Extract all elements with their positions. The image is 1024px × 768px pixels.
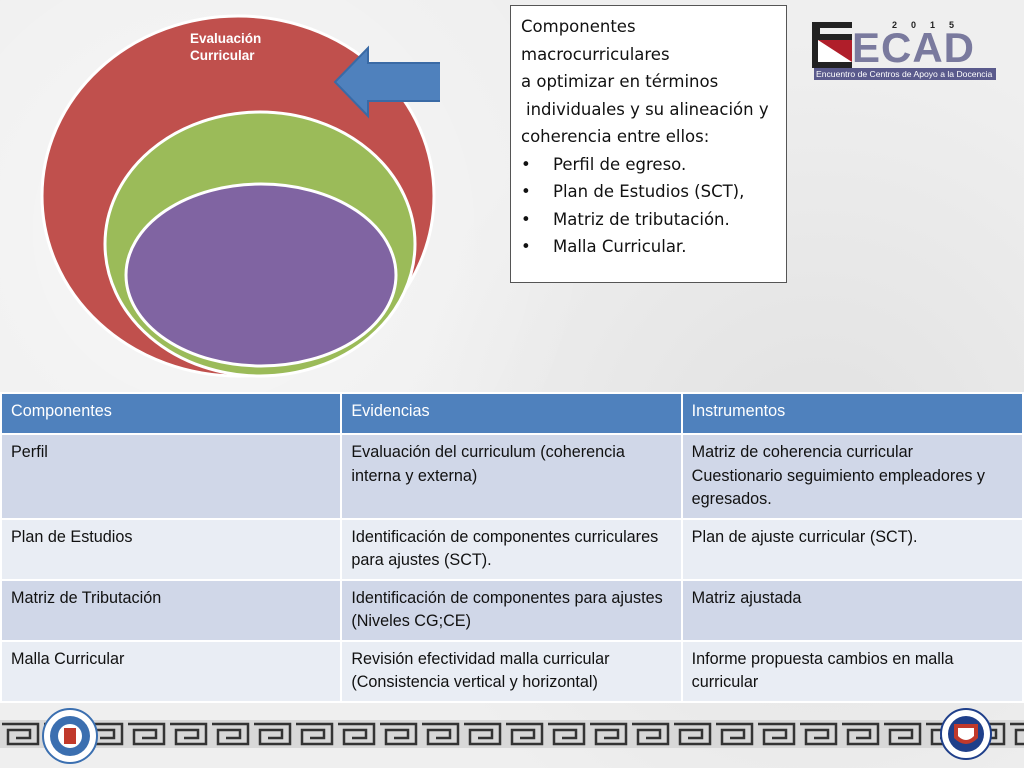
cell-componente: Perfil [0,433,343,520]
callout-box: Componentes macrocurriculares a optimiza… [510,5,787,283]
nested-circles-diagram: Evaluación Curricular [40,14,440,379]
secad-year: 2015 [892,20,969,30]
cell-componente: Malla Curricular [0,639,343,703]
greek-key-motif [716,722,754,746]
cell-evidencias: Revisión efectividad malla curricular (C… [340,639,683,703]
secad-logo: ECAD 2015 Encuentro de Centros de Apoyo … [812,20,996,80]
table-row: Malla Curricular Revisión efectividad ma… [0,639,1024,703]
instrumento-line: Matriz de coherencia curricular [691,443,913,461]
greek-key-motif [170,722,208,746]
greek-key-motif [590,722,628,746]
greek-key-motif [674,722,712,746]
cell-instrumentos: Matriz ajustada [680,578,1024,642]
callout-intro-line: a optimizar en términos [521,72,719,91]
column-header: Componentes [0,392,343,435]
instrumento-line: Cuestionario seguimiento empleadores y e… [691,466,986,509]
greek-key-motif [296,722,334,746]
instrumento-line: Informe propuesta cambios en malla curri… [691,649,954,692]
inner-circle [124,182,398,368]
greek-key-motif [842,722,880,746]
greek-key-band [0,720,1024,748]
secad-wordmark: ECAD [852,24,975,72]
secad-flag-mark [812,22,852,68]
secad-tagline: Encuentro de Centros de Apoyo a la Docen… [814,68,996,80]
diagram-graphic [40,14,440,378]
greek-key-motif [632,722,670,746]
column-header: Instrumentos [680,392,1024,435]
university-seal-left-icon [42,708,98,764]
callout-list: Perfil de egreso. Plan de Estudios (SCT)… [521,151,776,261]
greek-key-motif [548,722,586,746]
table-header-row: Componentes Evidencias Instrumentos [0,392,1024,435]
pointer-arrow [333,45,440,119]
greek-key-motif [884,722,922,746]
callout-list-item: Perfil de egreso. [521,151,776,179]
cell-instrumentos: Informe propuesta cambios en malla curri… [680,639,1024,703]
cell-evidencias: Evaluación del curriculum (coherencia in… [340,433,683,520]
callout-list-item: Matriz de tributación. [521,206,776,234]
callout-intro-line: macrocurriculares [521,44,670,64]
cell-evidencias: Identificación de componentes curricular… [340,517,683,581]
greek-key-motif [338,722,376,746]
greek-key-motif [422,722,460,746]
callout-list-item: Malla Curricular. [521,233,776,261]
table-row: Plan de Estudios Identificación de compo… [0,517,1024,581]
table-row: Perfil Evaluación del curriculum (cohere… [0,433,1024,520]
cell-evidencias: Identificación de componentes para ajust… [340,578,683,642]
secad-wordmark-text: ECAD [852,24,976,71]
greek-key-motif [212,722,250,746]
university-seal-right-icon [940,708,992,760]
outer-circle-label: Evaluación Curricular [190,31,262,63]
callout-list-item: Plan de Estudios (SCT), [521,178,776,206]
cell-instrumentos: Plan de ajuste curricular (SCT). [680,517,1024,581]
greek-key-motif [800,722,838,746]
instrumento-line: Matriz ajustada [691,588,802,607]
components-table: Componentes Evidencias Instrumentos Perf… [0,392,1024,703]
cell-componente: Plan de Estudios [0,517,343,581]
greek-key-motif [1010,722,1024,746]
cell-componente: Matriz de Tributación [0,578,343,642]
callout-intro-line: individuales y su alineación y [526,99,769,119]
callout-intro-line: Componentes [521,17,636,36]
greek-key-motif [758,722,796,746]
greek-key-motif [464,722,502,746]
table-row: Matriz de Tributación Identificación de … [0,578,1024,642]
footer-band [0,704,1024,768]
greek-key-motif [506,722,544,746]
instrumento-line: Plan de ajuste curricular (SCT). [691,527,918,546]
greek-key-motif [128,722,166,746]
column-header: Evidencias [340,392,683,435]
greek-key-motif [380,722,418,746]
greek-key-motif [254,722,292,746]
callout-intro: Componentes macrocurriculares a optimiza… [521,13,776,151]
cell-instrumentos: Matriz de coherencia curricular Cuestion… [680,433,1024,520]
callout-intro-line: coherencia entre ellos: [521,127,710,146]
greek-key-motif [2,722,40,746]
